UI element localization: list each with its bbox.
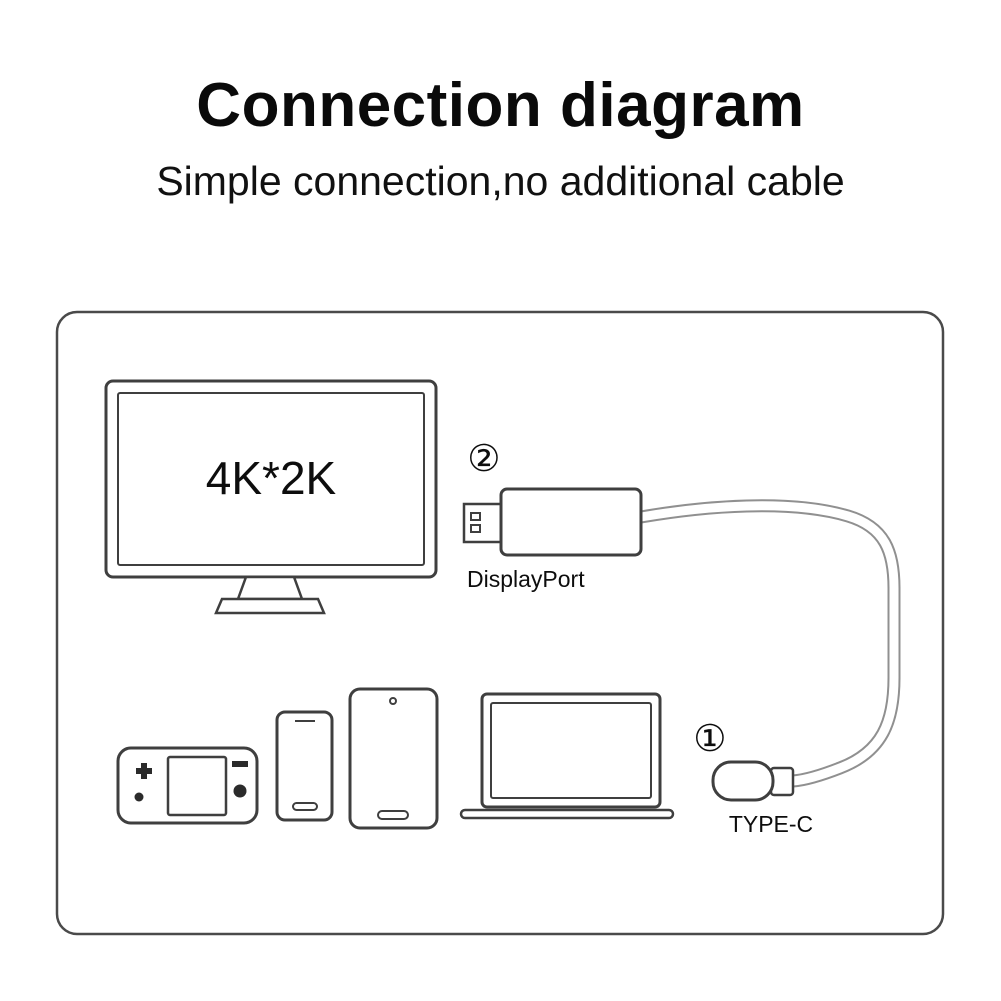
game-console-icon: [116, 746, 259, 825]
typec-label: TYPE-C: [729, 811, 813, 837]
laptop-icon: [459, 692, 675, 820]
tablet-camera: [389, 697, 397, 705]
game-console-screen: [166, 755, 228, 817]
game-console-right-button: [233, 784, 247, 798]
page-title: Connection diagram: [196, 71, 805, 140]
monitor-screen: [117, 392, 425, 566]
laptop-base: [459, 808, 675, 820]
displayport-body: [499, 487, 643, 557]
smartphone-icon: [275, 710, 334, 822]
smartphone-home-button: [292, 802, 318, 811]
game-console-dpad: [136, 763, 152, 779]
displayport-connector-icon: [462, 487, 643, 557]
smartphone-body: [275, 710, 334, 822]
tablet-icon: [348, 687, 439, 830]
displayport-label: DisplayPort: [467, 566, 585, 592]
step-1-badge: ①: [693, 717, 726, 760]
typec-tip: [711, 760, 775, 802]
displayport-plug: [462, 502, 504, 544]
monitor-stand-neck: [236, 575, 304, 601]
monitor-stand-base: [214, 597, 326, 615]
cable-fill: [636, 501, 899, 786]
game-console-left-button: [134, 792, 144, 802]
tablet-home-button: [377, 810, 409, 820]
page-subtitle: Simple connection,no additional cable: [156, 158, 845, 204]
displayport-pin-top: [470, 512, 481, 521]
typec-connector-icon: [711, 760, 795, 802]
monitor-resolution-label: 4K*2K: [206, 452, 337, 504]
displayport-pin-bottom: [470, 524, 481, 533]
laptop-screen: [490, 702, 652, 799]
step-2-badge: ②: [467, 437, 500, 480]
cable: [634, 499, 901, 788]
tablet-body: [348, 687, 439, 830]
monitor-icon: 4K*2K: [104, 379, 438, 615]
